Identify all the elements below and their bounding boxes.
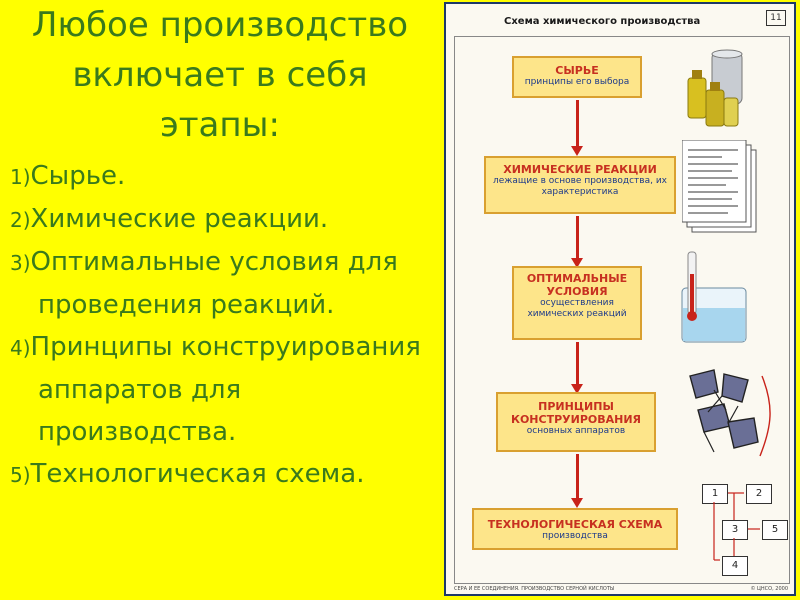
apparatus-illustration [689,369,771,457]
stage-text: Принципы конструирования аппаратов для п… [30,332,421,447]
equations-sheets-illustration [682,140,757,233]
flow-node: 2 [746,484,772,504]
raw-materials-illustration [687,49,743,127]
flow-arrow [571,454,583,508]
poster-footer-left: СЕРА И ЕЕ СОЕДИНЕНИЯ. ПРОИЗВОДСТВО СЕРНО… [454,586,615,592]
scheme-box-sub: осуществления химических реакций [527,298,627,319]
flow-node: 1 [702,484,728,504]
poster-frame [454,36,790,584]
stage-number: 2) [10,208,31,232]
flow-arrow [571,342,583,394]
flow-node: 4 [722,556,748,576]
stage-number: 3) [10,251,31,275]
beaker-thermometer-illustration [681,251,747,343]
scheme-box-head: ТЕХНОЛОГИЧЕСКАЯ СХЕМА [487,518,663,531]
scheme-box-design-principles: ПРИНЦИПЫ КОНСТРУИРОВАНИЯ основных аппара… [496,392,656,452]
scheme-box-head: СЫРЬЕ [555,64,599,77]
scheme-box-head: ПРИНЦИПЫ КОНСТРУИРОВАНИЯ [510,400,642,426]
slide-title-line: этапы: [160,105,280,145]
scheme-box-head: ОПТИМАЛЬНЫЕ УСЛОВИЯ [526,272,628,298]
flow-arrow [571,100,583,156]
stage-item: 3)Оптимальные условия для проведения реа… [0,241,440,326]
slide-title: Любое производство включает в себя этапы… [0,0,440,150]
stage-text: Сырье. [30,161,126,191]
scheme-box-raw-materials: СЫРЬЕ принципы его выбора [512,56,642,98]
scheme-box-sub: основных аппаратов [526,426,626,436]
slide-title-line: Любое производство [31,5,409,45]
stage-item: 5)Технологическая схема. [0,453,440,496]
scheme-box-optimal-conditions: ОПТИМАЛЬНЫЕ УСЛОВИЯ осуществления химиче… [512,266,642,340]
scheme-box-sub: производства [542,531,608,541]
flow-node: 3 [722,520,748,540]
stage-number: 4) [10,336,31,360]
stage-text: Оптимальные условия для проведения реакц… [30,247,398,320]
production-scheme-poster: Схема химического производства 11 СЫРЬЕ … [444,2,796,596]
scheme-box-sub: принципы его выбора [524,77,630,87]
stage-item: 1)Сырье. [0,155,440,198]
stage-number: 1) [10,165,31,189]
flow-connectors [713,492,760,561]
stage-text: Технологическая схема. [30,459,365,489]
stage-item: 2)Химические реакции. [0,198,440,241]
stage-list: 1)Сырье. 2)Химические реакции. 3)Оптимал… [0,155,440,496]
scheme-box-technological-scheme: ТЕХНОЛОГИЧЕСКАЯ СХЕМА производства [472,508,678,550]
flow-arrow [571,216,583,268]
slide-title-line: включает в себя [72,55,368,95]
flow-node: 5 [762,520,788,540]
scheme-box-chemical-reactions: ХИМИЧЕСКИЕ РЕАКЦИИ лежащие в основе прои… [484,156,676,214]
stage-item: 4)Принципы конструирования аппаратов для… [0,326,440,453]
stage-text: Химические реакции. [30,204,329,234]
poster-number: 11 [766,10,786,26]
stage-number: 5) [10,463,31,487]
poster-footer: СЕРА И ЕЕ СОЕДИНЕНИЯ. ПРОИЗВОДСТВО СЕРНО… [454,586,788,592]
poster-footer-right: © ЦНСО, 2000 [750,586,788,592]
poster-title: Схема химического производства [504,16,701,27]
scheme-box-sub: лежащие в основе производства, их характ… [492,176,668,197]
scheme-box-head: ХИМИЧЕСКИЕ РЕАКЦИИ [503,163,657,176]
